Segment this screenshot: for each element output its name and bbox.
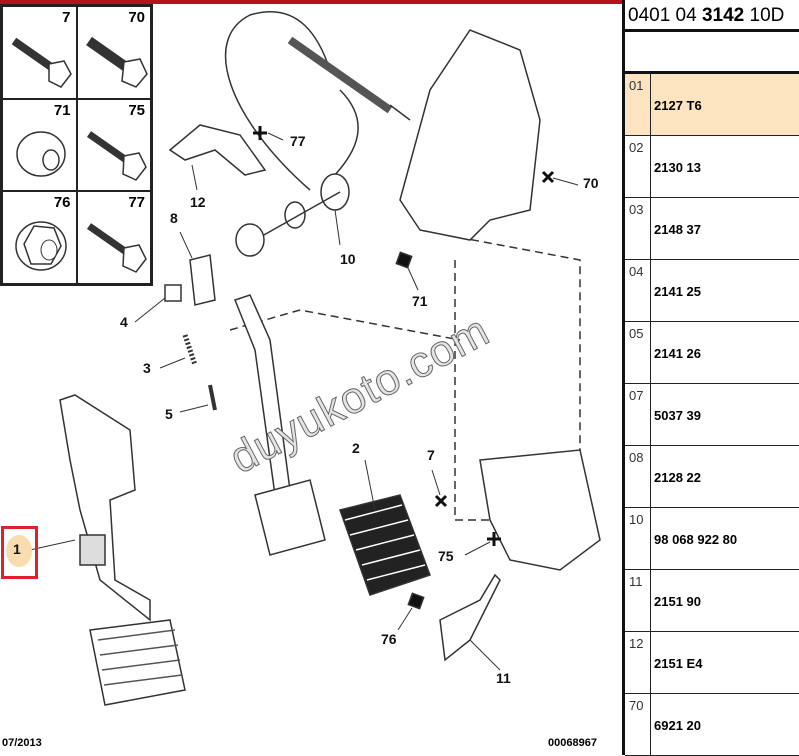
callout-2[interactable]: 2: [352, 440, 360, 456]
callout-1[interactable]: 1: [13, 541, 21, 557]
top-accent-line: [0, 0, 622, 4]
callout-12[interactable]: 12: [190, 194, 206, 210]
row-index: 01: [625, 74, 651, 135]
row-index: 70: [625, 694, 651, 755]
pedal-assembly-drawing: [29, 11, 601, 706]
parts-diagram: 7 70 71 75 76 77 1 2 3 4 5 7 8 10 11 12 …: [0, 0, 622, 749]
title-bold: 3142: [701, 5, 745, 26]
diagram-number: 00068967: [548, 737, 597, 749]
legend-cell: 71: [2, 98, 77, 192]
row-index: 03: [625, 198, 651, 259]
part-reference: 2148 37: [654, 222, 701, 237]
diagram-date: 07/2013: [2, 737, 42, 749]
legend-cell: 76: [2, 191, 77, 284]
title-prefix: 0401 04: [628, 5, 702, 26]
bolt-icon: [86, 223, 147, 274]
row-index: 05: [625, 322, 651, 383]
flange-nut-icon: [15, 221, 67, 272]
row-index: 04: [625, 260, 651, 321]
part-reference: 2151 E4: [654, 656, 703, 671]
part-reference: 2141 26: [654, 346, 701, 361]
part-reference: 6921 20: [654, 718, 701, 733]
row-index: 08: [625, 446, 651, 507]
row-index: 02: [625, 136, 651, 197]
callout-77[interactable]: 77: [290, 133, 306, 149]
legend-number: 76: [53, 194, 71, 212]
bolt-icon: [86, 130, 147, 181]
row-index: 12: [625, 632, 651, 693]
callout-8[interactable]: 8: [170, 210, 178, 226]
nut-icon: [16, 130, 66, 177]
callout-7[interactable]: 7: [427, 447, 435, 463]
legend-number: 71: [53, 101, 71, 119]
legend-cell: 77: [76, 191, 151, 284]
legend-number: 77: [128, 194, 145, 212]
part-reference: 2141 25: [654, 284, 701, 299]
row-index: 07: [625, 384, 651, 445]
bolt-icon: [85, 36, 148, 88]
callout-10[interactable]: 10: [340, 251, 356, 267]
legend-number: 7: [62, 9, 71, 26]
part-reference: 2130 13: [654, 160, 701, 175]
fastener-legend: 7 70 71 75 76 77: [0, 4, 153, 286]
callout-11[interactable]: 11: [496, 670, 511, 686]
part-reference: 98 068 922 80: [654, 532, 738, 547]
legend-cell: 70: [76, 6, 151, 99]
part-reference: 5037 39: [654, 408, 701, 423]
title-suffix: 10D: [744, 5, 785, 26]
legend-cell: 75: [76, 98, 151, 192]
row-index: 11: [625, 570, 651, 631]
part-reference: 2127 T6: [654, 98, 702, 113]
callout-76[interactable]: 76: [381, 631, 397, 647]
row-index: 10: [625, 508, 651, 569]
legend-number: 75: [128, 101, 145, 119]
part-reference: 2151 90: [654, 594, 701, 609]
highlight-fill: [6, 535, 32, 567]
callout-5[interactable]: 5: [165, 406, 173, 422]
legend-number: 70: [128, 9, 145, 26]
callout-4[interactable]: 4: [120, 314, 128, 330]
callout-70[interactable]: 70: [583, 175, 599, 191]
legend-cell: 7: [2, 6, 77, 99]
callout-75[interactable]: 75: [438, 548, 454, 564]
selected-part-highlight[interactable]: [1, 526, 38, 579]
table-title: 0401 04 3142 10D: [625, 0, 799, 32]
callout-3[interactable]: 3: [143, 360, 151, 376]
table-header-blank: [625, 32, 799, 74]
part-reference: 2128 22: [654, 470, 701, 485]
callout-71[interactable]: 71: [412, 293, 428, 309]
bolt-icon: [11, 37, 72, 88]
